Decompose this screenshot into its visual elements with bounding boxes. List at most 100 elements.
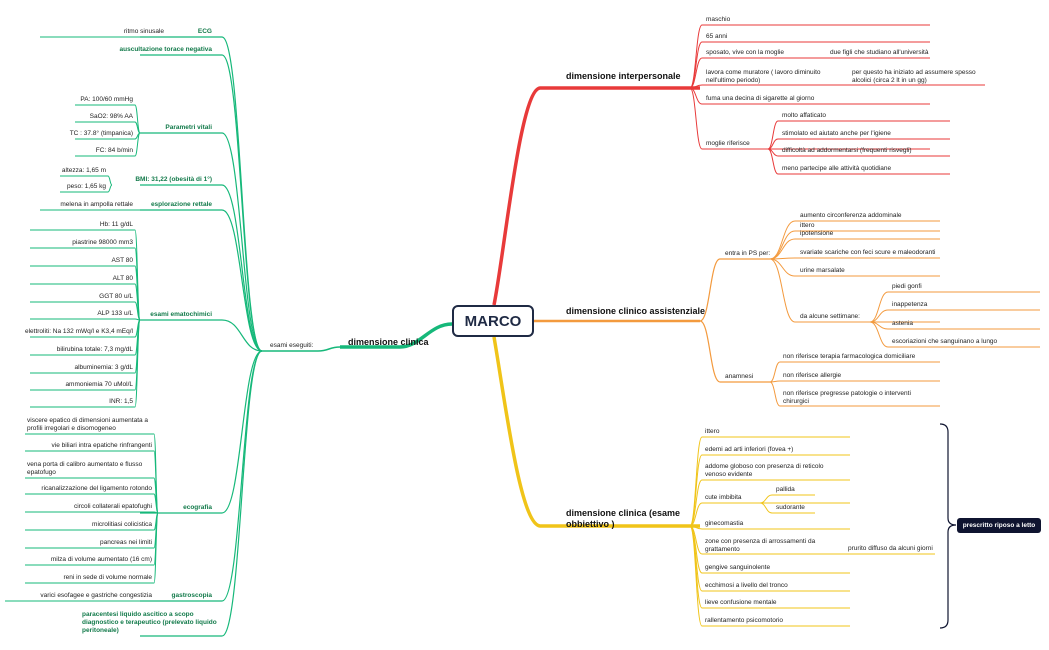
leaf-viscere-epatico[interactable]: viscere epatico di dimensioni aumentata …	[27, 417, 149, 432]
leaf-confusione[interactable]: lieve confusione mentale	[705, 599, 777, 606]
leaf-sao2[interactable]: SaO2: 98% AA	[89, 113, 133, 120]
leaf-ggt[interactable]: GGT 80 u/L	[99, 293, 133, 300]
leaf-meno-partecipe[interactable]: meno partecipe alle attività quotidiane	[782, 165, 892, 172]
note-prescritto-riposo[interactable]: prescritto riposo a letto	[957, 518, 1041, 533]
leaf-ritmo-sinusale[interactable]: ritmo sinusale	[123, 28, 164, 35]
leaf-astenia[interactable]: astenia	[892, 320, 913, 327]
leaf-edemi[interactable]: edemi ad arti inferiori (fovea +)	[705, 446, 794, 453]
node-esami-eseguiti[interactable]: esami eseguiti:	[270, 342, 314, 349]
leaf-alcolici[interactable]: per questo ha iniziato ad assumere spess…	[852, 69, 976, 84]
leaf-hb[interactable]: Hb: 11 g/dL	[99, 221, 133, 228]
leaf-ittero[interactable]: ittero	[705, 428, 720, 435]
leaf-circonferenza[interactable]: aumento circonferenza addominale	[800, 212, 902, 219]
leaf-ittero-ps[interactable]: ittero	[800, 222, 815, 229]
leaf-due-figli[interactable]: due figli che studiano all'università	[830, 49, 929, 56]
leaf-altezza[interactable]: altezza: 1,65 m	[61, 167, 106, 174]
node-sposato[interactable]: sposato, vive con la moglie	[706, 49, 785, 56]
leaf-microlitiasi[interactable]: microlitiasi colicistica	[92, 521, 152, 528]
node-zone-arrossamenti[interactable]: zone con presenza di arrossamenti da gra…	[705, 538, 816, 553]
leaf-sudorante[interactable]: sudorante	[776, 504, 805, 511]
node-esami-ematochimici[interactable]: esami ematochimici	[150, 311, 212, 318]
leaf-circoli-collaterali[interactable]: circoli collaterali epatofughi	[73, 503, 152, 510]
leaf-terapia[interactable]: non riferisce terapia farmacologica domi…	[783, 353, 916, 360]
leaf-milza[interactable]: milza di volume aumentato (16 cm)	[50, 556, 152, 563]
node-ecg[interactable]: ECG	[197, 28, 212, 35]
leaf-escoriazioni[interactable]: escoriazioni che sanguinano a lungo	[892, 338, 998, 345]
leaf-ipotensione[interactable]: ipotensione	[800, 230, 834, 237]
leaf-addome[interactable]: addome globoso con presenza di reticolo …	[705, 463, 824, 478]
node-bmi[interactable]: BMI: 31,22 (obesità di 1°)	[135, 176, 212, 183]
leaf-varici[interactable]: varici esofagee e gastriche congestizia	[40, 592, 152, 599]
leaf-pallida[interactable]: pallida	[776, 486, 795, 493]
link-ip-2	[689, 57, 930, 89]
leaf-alp[interactable]: ALP 133 u/L	[97, 310, 133, 317]
link-ob-9	[689, 525, 850, 627]
leaf-fuma[interactable]: fuma una decina di sigarette al giorno	[706, 95, 815, 102]
leaf-tc[interactable]: TC : 37.8° (timpanica)	[69, 130, 133, 137]
leaf-addormentarsi[interactable]: difficoltà ad addormentarsi (frequenti r…	[782, 147, 912, 154]
link-ps-2	[769, 238, 940, 260]
leaf-patologie[interactable]: non riferisce pregresse patologie o inte…	[783, 390, 911, 405]
leaf-ast[interactable]: AST 80	[111, 257, 133, 264]
leaf-melena[interactable]: melena in ampolla rettale	[60, 201, 133, 208]
topic-dimensione-interpersonale[interactable]: dimensione interpersonale	[566, 71, 681, 81]
link-ecg	[140, 36, 263, 352]
leaf-piedi-gonfi[interactable]: piedi gonfi	[892, 283, 922, 290]
leaf-inr[interactable]: INR: 1,5	[109, 398, 133, 405]
topic-dimensione-esame-obbiettivo[interactable]: dimensione clinica (esame obbiettivo )	[566, 508, 681, 529]
node-paracentesi[interactable]: paracentesi liquido ascitico a scopo dia…	[82, 611, 217, 634]
leaf-inappetenza[interactable]: inappetenza	[892, 301, 928, 308]
leaf-elettroliti[interactable]: elettroliti: Na 132 mWq/l e K3,4 mEq/l	[24, 328, 133, 335]
topic-dimensione-clinica[interactable]: dimensione clinica	[348, 337, 429, 347]
leaf-ginecomastia[interactable]: ginecomastia	[705, 520, 744, 527]
node-lavora[interactable]: lavora come muratore ( lavoro diminuito …	[706, 69, 821, 84]
leaf-fc[interactable]: FC: 84 b/min	[95, 147, 133, 154]
leaf-allergie[interactable]: non riferisce allergie	[783, 372, 842, 379]
link-rettale	[140, 209, 263, 352]
leaf-alt[interactable]: ALT 80	[112, 275, 133, 282]
node-da-alcune-settimane[interactable]: da alcune settimane:	[800, 313, 860, 320]
leaf-gengive[interactable]: gengive sanguinolente	[705, 564, 771, 571]
link-ob-2	[689, 479, 850, 527]
node-gastroscopia[interactable]: gastroscopia	[171, 592, 212, 599]
leaf-ricanalizzazione[interactable]: ricanalizzazione del ligamento rotondo	[41, 485, 152, 492]
leaf-maschio[interactable]: maschio	[706, 16, 731, 23]
leaf-ammoniemia[interactable]: ammoniemia 70 uMol/L	[65, 381, 133, 388]
leaf-igiene[interactable]: stimolato ed aiutato anche per l'igiene	[782, 130, 891, 137]
link-eco-8	[25, 512, 159, 584]
node-ecografia[interactable]: ecografia	[183, 504, 212, 511]
link-emato-10	[30, 319, 141, 408]
node-entra-in-ps[interactable]: entra in PS per:	[725, 250, 771, 257]
leaf-scariche[interactable]: svariate scariche con feci scure e maleo…	[800, 249, 936, 256]
leaf-urine[interactable]: urine marsalate	[800, 267, 845, 274]
link-vitali-3	[75, 132, 141, 157]
leaf-peso[interactable]: peso: 1,65 kg	[66, 183, 106, 190]
leaf-prurito[interactable]: prurito diffuso da alcuni giorni	[848, 545, 933, 552]
leaf-reni[interactable]: reni in sede di volume normale	[63, 574, 152, 581]
link-ip-4	[689, 87, 930, 105]
leaf-pa[interactable]: PA: 100/60 mmHg	[80, 96, 133, 103]
node-esplorazione-rettale[interactable]: esplorazione rettale	[150, 201, 212, 208]
leaf-piastrine[interactable]: piastrine 98000 mm3	[72, 239, 133, 246]
topic-dimensione-clinico-assistenziale[interactable]: dimensione clinico assistenziale	[566, 306, 706, 316]
link-anam-0	[769, 361, 940, 383]
leaf-rallentamento[interactable]: rallentamento psicomotorio	[705, 617, 784, 624]
leaf-ecchimosi[interactable]: ecchimosi a livello del tronco	[705, 582, 788, 589]
node-auscultazione[interactable]: auscultazione torace negativa	[119, 46, 212, 53]
link-ob-4	[689, 525, 850, 530]
leaf-65-anni[interactable]: 65 anni	[706, 33, 728, 40]
note-bracket	[939, 423, 957, 629]
leaf-vena-porta[interactable]: vena porta di calibro aumentato e flusso…	[27, 461, 143, 476]
node-parametri-vitali[interactable]: Parametri vitali	[165, 124, 212, 131]
node-cute-imbibita[interactable]: cute imbibita	[705, 494, 742, 501]
leaf-vie-biliari[interactable]: vie biliari intra epatiche rinfrangenti	[51, 442, 152, 449]
node-anamnesi[interactable]: anamnesi	[725, 373, 754, 380]
leaf-albuminemia[interactable]: albuminemia: 3 g/dL	[74, 364, 133, 371]
node-moglie-riferisce[interactable]: moglie riferisce	[706, 140, 750, 147]
central-topic-marco[interactable]: MARCO	[452, 305, 534, 337]
leaf-pancreas[interactable]: pancreas nei limiti	[99, 539, 152, 546]
leaf-bilirubina[interactable]: bilirubina totale: 7,3 mg/dL	[56, 346, 133, 353]
leaf-affaticato[interactable]: molto affaticato	[782, 112, 826, 119]
link-sett-0	[869, 291, 1040, 323]
